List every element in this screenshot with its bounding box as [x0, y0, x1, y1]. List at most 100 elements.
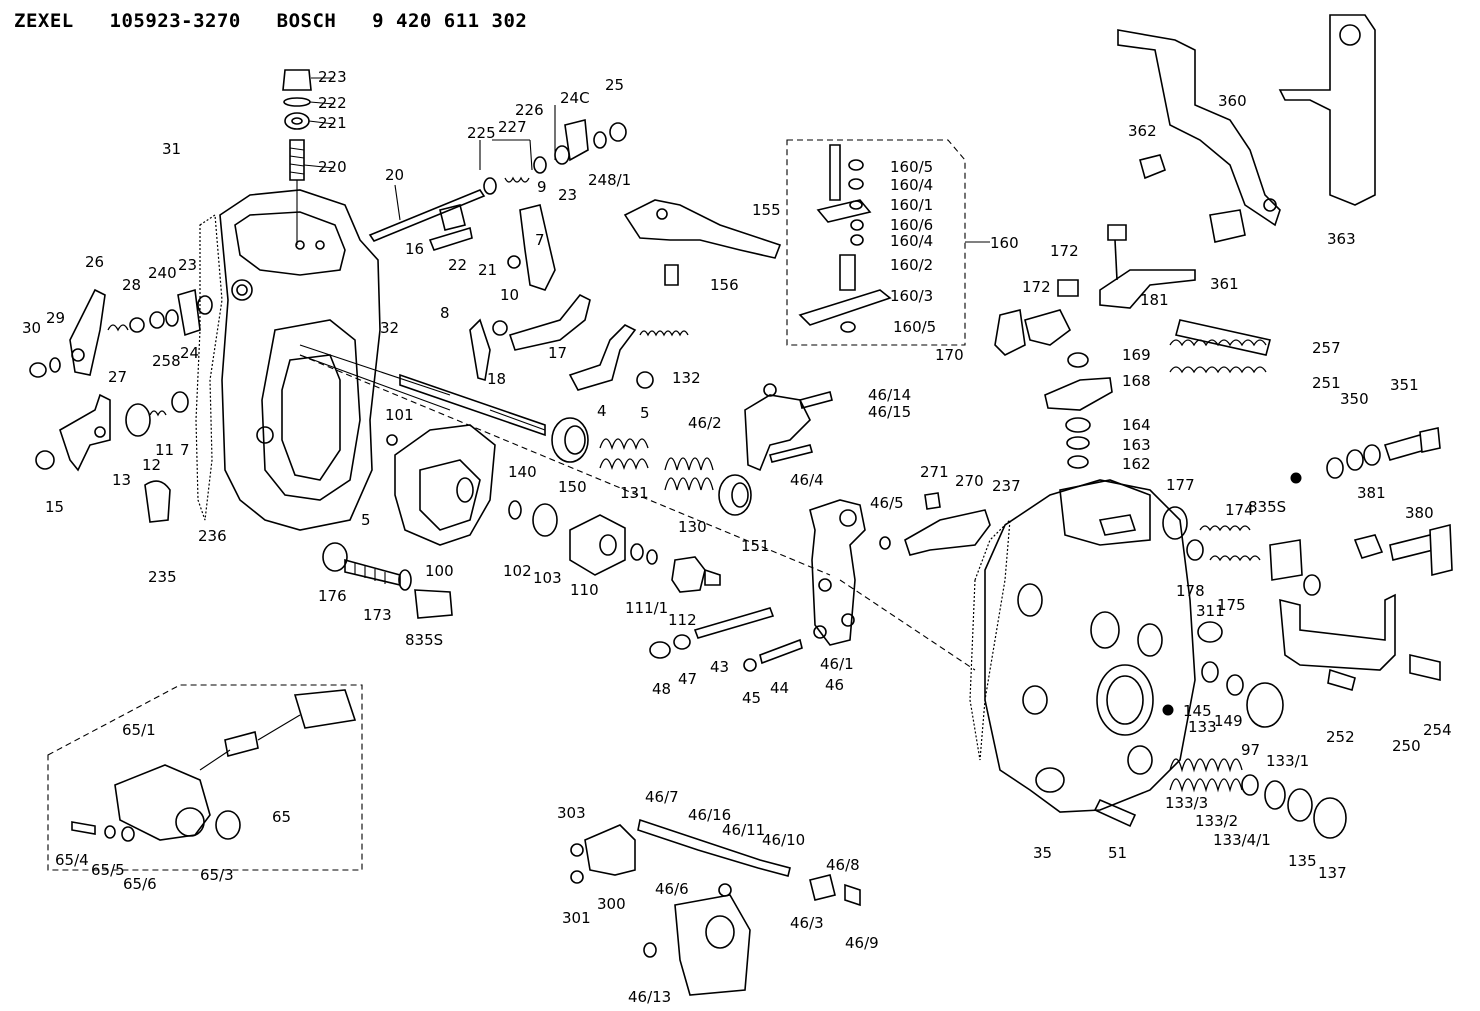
- callout-label: 46/1: [820, 655, 854, 673]
- callout-label: 46/5: [870, 494, 904, 512]
- bracket-270: [904, 492, 991, 556]
- callout-label: 24C: [560, 89, 590, 107]
- callout-label: 160/5: [890, 158, 933, 176]
- callout-label: 133/2: [1195, 812, 1238, 830]
- callout-label: 133: [1188, 718, 1217, 736]
- callout-label: 5: [640, 404, 650, 422]
- callout-label: 131: [620, 484, 649, 502]
- callout-label: 32: [380, 319, 399, 337]
- callout-label: 46/9: [845, 934, 879, 952]
- group-300-46x: [570, 818, 861, 996]
- callout-label: 21: [478, 261, 497, 279]
- callout-label: 235: [148, 568, 177, 586]
- callout-label: 257: [1312, 339, 1341, 357]
- callout-label: 26: [85, 253, 104, 271]
- callout-label: 133/4/1: [1213, 831, 1271, 849]
- callout-label: 160/1: [890, 196, 933, 214]
- callout-label: 20: [385, 166, 404, 184]
- callout-label: 22: [448, 256, 467, 274]
- callout-label: 133/1: [1266, 752, 1309, 770]
- callout-label: 248/1: [588, 171, 631, 189]
- callout-label: 155: [752, 201, 781, 219]
- callout-label: 237: [992, 477, 1021, 495]
- callout-label: 18: [487, 370, 506, 388]
- callout-label: 160/3: [890, 287, 933, 305]
- callout-label: 160/4: [890, 232, 933, 250]
- callout-label: 65/3: [200, 866, 234, 884]
- callout-label: 46/15: [868, 403, 911, 421]
- parts-102-112: [508, 500, 721, 593]
- callout-label: 15: [45, 498, 64, 516]
- callout-label: 100: [425, 562, 454, 580]
- lever-17: [469, 293, 591, 382]
- callout-label: 46/11: [722, 821, 765, 839]
- callout-label: 17: [548, 344, 567, 362]
- callout-label: 380: [1405, 504, 1434, 522]
- callout-label: 360: [1218, 92, 1247, 110]
- reference-dot: [1290, 472, 1302, 484]
- callout-label: 35: [1033, 844, 1052, 862]
- callout-label: 301: [562, 909, 591, 927]
- bracket-360-363: [1117, 14, 1376, 243]
- callout-label: 111/1: [625, 599, 668, 617]
- callout-label: 10: [500, 286, 519, 304]
- part-number-header: ZEXEL 105923-3270 BOSCH 9 420 611 302: [14, 10, 528, 32]
- callout-label: 13: [112, 471, 131, 489]
- callout-label: 156: [710, 276, 739, 294]
- callout-label: 220: [318, 158, 347, 176]
- callout-label: 65/5: [91, 861, 125, 879]
- callout-label: 160: [990, 234, 1019, 252]
- callout-label: 25: [605, 76, 624, 94]
- callout-label: 44: [770, 679, 789, 697]
- callout-label: 46/10: [762, 831, 805, 849]
- callout-label: 160/2: [890, 256, 933, 274]
- callout-label: 254: [1423, 721, 1452, 739]
- parts-174-178: [1162, 506, 1321, 643]
- callout-label: 16: [405, 240, 424, 258]
- callout-label: 303: [557, 804, 586, 822]
- callout-label: 135: [1288, 852, 1317, 870]
- bracket-250: [1279, 523, 1453, 692]
- callout-label: 222: [318, 94, 347, 112]
- stack-162-169: [1044, 352, 1113, 469]
- callout-label: 46/8: [826, 856, 860, 874]
- pins-43-48: [649, 607, 803, 672]
- callout-label: 150: [558, 478, 587, 496]
- callout-label: 174: [1225, 501, 1254, 519]
- callout-label: 46/13: [628, 988, 671, 1006]
- callout-label: 835S: [405, 631, 443, 649]
- callout-label: 221: [318, 114, 347, 132]
- callout-label: 8: [440, 304, 450, 322]
- shaft-20: [368, 184, 486, 251]
- group-65: [47, 684, 363, 871]
- callout-label: 29: [46, 309, 65, 327]
- callout-label: 251: [1312, 374, 1341, 392]
- callout-label: 164: [1122, 416, 1151, 434]
- callout-label: 160/5: [893, 318, 936, 336]
- callout-label: 27: [108, 368, 127, 386]
- callout-label: 236: [198, 527, 227, 545]
- lever-cluster-13-15: [35, 391, 189, 523]
- callout-label: 12: [142, 456, 161, 474]
- callout-label: 149: [1214, 712, 1243, 730]
- callout-label: 43: [710, 658, 729, 676]
- callout-label: 169: [1122, 346, 1151, 364]
- callout-label: 252: [1326, 728, 1355, 746]
- parts-173-835s: [322, 542, 453, 619]
- bracket-46-2: [744, 383, 833, 472]
- callout-label: 46/3: [790, 914, 824, 932]
- callout-label: 362: [1128, 122, 1157, 140]
- callout-label: 23: [558, 186, 577, 204]
- callout-label: 271: [920, 463, 949, 481]
- callout-label: 160/6: [890, 216, 933, 234]
- parts-350-351: [1326, 427, 1441, 479]
- callout-label: 227: [498, 118, 527, 136]
- pump-body-35: [969, 479, 1196, 813]
- callout-label: 103: [533, 569, 562, 587]
- lever-155: [623, 199, 782, 286]
- callout-label: 300: [597, 895, 626, 913]
- parts-225-227-row: [479, 105, 627, 291]
- screw-stack-220-223: [282, 69, 335, 245]
- callout-label: 101: [385, 406, 414, 424]
